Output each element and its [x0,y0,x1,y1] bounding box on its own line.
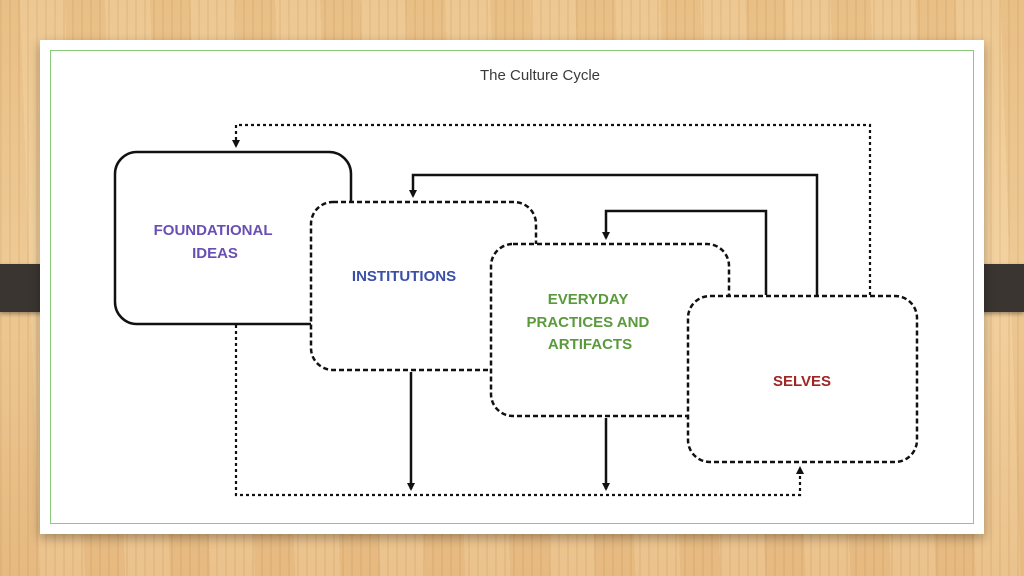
label-everyday-practices: EVERYDAY PRACTICES AND ARTIFACTS [527,291,654,353]
diagram-title: The Culture Cycle [480,67,600,84]
feedback-arrow-top [232,123,872,295]
label-practices-line1: EVERYDAY [548,291,629,308]
slide-frame [50,50,974,524]
label-foundational-line1: FOUNDATIONAL [154,222,273,239]
label-foundational-line2: IDEAS [192,245,238,262]
label-practices-line3: ARTIFACTS [548,336,632,353]
arrow-selves-to-institutions [409,173,819,295]
label-institutions: INSTITUTIONS [352,268,456,285]
label-practices-line2: PRACTICES AND [527,314,650,331]
box-institutions [309,200,538,372]
label-selves: SELVES [773,373,831,390]
box-selves [686,294,919,464]
label-foundational-ideas: FOUNDATIONAL IDEAS [154,222,277,262]
feedback-arrow-bottom [234,325,804,497]
arrow-selves-to-practices [602,209,768,295]
